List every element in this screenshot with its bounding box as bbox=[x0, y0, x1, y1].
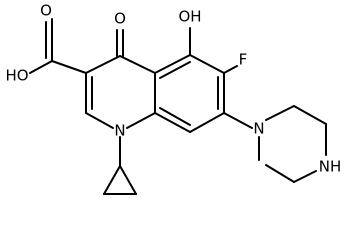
bond-pip-2 bbox=[293, 105, 327, 125]
bond-c5-c6 bbox=[189, 54, 225, 74]
atom-labels: O OH F HO O N N NH bbox=[5, 2, 341, 176]
bond-c6-f bbox=[223, 65, 238, 74]
carboxyl-hydroxyl-label: HO bbox=[5, 67, 28, 85]
bond-c8-c8a bbox=[154, 112, 191, 133]
bond-n1-c2 bbox=[85, 112, 114, 129]
bond-c4a-c5-double bbox=[159, 61, 191, 79]
hydroxyl-label: OH bbox=[178, 8, 201, 26]
bond-pip-5 bbox=[265, 164, 295, 183]
bond-c4-c4a bbox=[119, 55, 156, 74]
bond-cyclopropyl-1 bbox=[103, 165, 121, 195]
bonds bbox=[29, 18, 327, 195]
carboxyl-oxygen-label: O bbox=[40, 2, 52, 20]
piperazine-nitrogen-label: N bbox=[253, 120, 264, 138]
bond-c7-c8 bbox=[189, 112, 225, 133]
bond-c4a-c5 bbox=[154, 54, 191, 74]
piperazine-nh-label: NH bbox=[319, 158, 342, 176]
fluorine-label: F bbox=[239, 51, 248, 69]
bond-c8a-n1 bbox=[126, 112, 156, 129]
bond-c8-c8a-double bbox=[159, 107, 191, 126]
molecule-structure: O OH F HO O N N NH bbox=[5, 2, 341, 195]
carbonyl-oxygen-label: O bbox=[114, 10, 126, 28]
bond-c7-piperazine bbox=[223, 112, 253, 129]
bond-pip-4 bbox=[293, 170, 317, 183]
bond-c3-c4 bbox=[85, 55, 121, 74]
bond-cyclopropyl-3 bbox=[119, 165, 137, 195]
bond-carboxyl-oh bbox=[29, 60, 53, 74]
ring-nitrogen-label: N bbox=[114, 122, 125, 140]
bond-c3-carboxyl bbox=[51, 60, 87, 74]
bond-pip-1 bbox=[265, 105, 295, 121]
